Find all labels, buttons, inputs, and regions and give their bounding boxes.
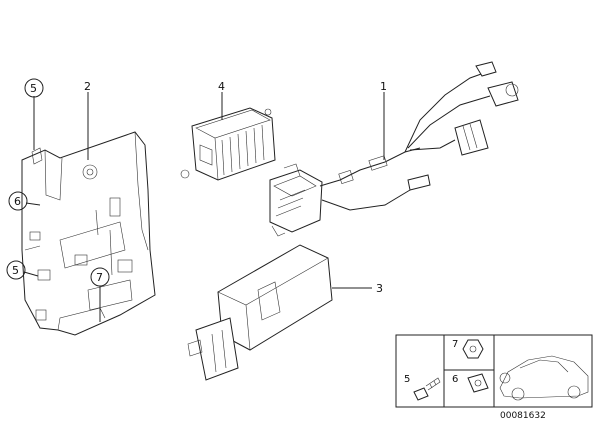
wiring-harness [269,61,519,237]
inset-label-5: 5 [404,374,410,385]
callout-5a: 5 [30,82,37,95]
nut-part [462,339,484,359]
callout-5a-circle [24,78,44,98]
inset-label-7: 7 [452,339,458,350]
callout-3: 3 [376,282,383,295]
module-box [187,244,333,381]
car-icon [499,355,589,401]
inset-panel: 5 7 6 [395,334,593,408]
screw-part [413,377,441,401]
leader-lines [23,92,385,322]
callout-1: 1 [380,80,387,93]
callout-6-circle [8,191,28,211]
control-unit [180,107,276,181]
inset-label-6: 6 [452,374,458,385]
callout-5b-circle [6,260,26,280]
callout-2: 2 [84,80,91,93]
callout-5b: 5 [12,264,19,277]
callout-7: 7 [96,271,103,284]
callout-6: 6 [14,195,21,208]
callout-4: 4 [218,80,225,93]
mounting-bracket [21,131,156,336]
callout-7-circle [90,267,110,287]
callouts: 1 2 3 4 5 6 5 7 [6,78,387,295]
diagram-code: 00081632 [500,411,546,421]
clip-nut-part [467,373,489,393]
